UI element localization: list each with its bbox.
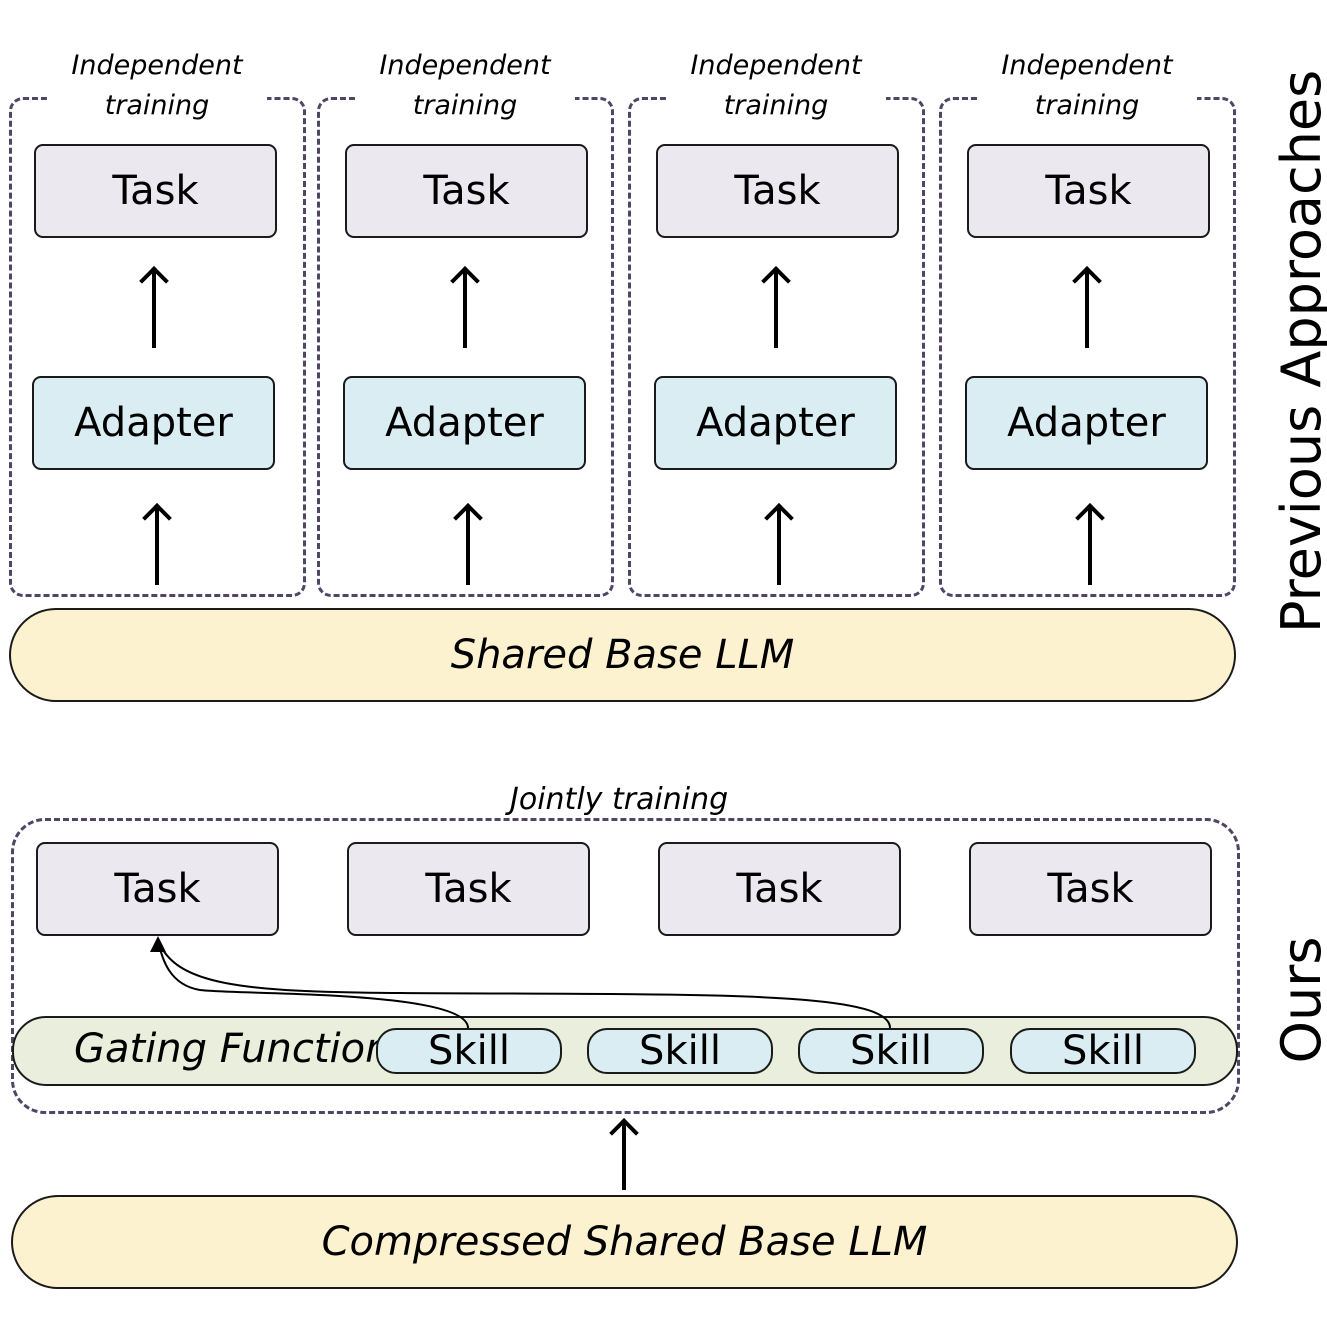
shared-base-llm: Shared Base LLM: [9, 608, 1236, 702]
task-box-3: Task: [656, 144, 899, 238]
arrow-adapter-to-task-1: [152, 268, 156, 348]
independent-training-caption-4: Independent training: [977, 46, 1197, 126]
ours-task-box-2: Task: [347, 842, 590, 936]
arrow-adapter-to-task-4: [1085, 268, 1089, 348]
arrow-adapter-to-task-2: [463, 268, 467, 348]
arrow-llm-to-adapter-2: [466, 505, 470, 585]
connector-skill-1-to-task-1: [157, 939, 469, 1029]
adapter-box-1: Adapter: [32, 376, 275, 470]
task-box-4: Task: [967, 144, 1210, 238]
caption-line-2: training: [723, 90, 829, 121]
arrow-llm-to-adapter-3: [777, 505, 781, 585]
caption-line-1: Independent: [690, 50, 862, 81]
caption-line-2: training: [1034, 90, 1140, 121]
connector-arrowhead: [150, 936, 166, 952]
arrow-adapter-to-task-3: [774, 268, 778, 348]
adapter-box-3: Adapter: [654, 376, 897, 470]
caption-line-1: Independent: [71, 50, 243, 81]
independent-training-caption-1: Independent training: [47, 46, 267, 126]
task-box-2: Task: [345, 144, 588, 238]
compressed-shared-base-llm: Compressed Shared Base LLM: [11, 1195, 1238, 1289]
ours-task-box-4: Task: [969, 842, 1212, 936]
arrow-llm-to-gating: [622, 1120, 626, 1190]
adapter-box-2: Adapter: [343, 376, 586, 470]
caption-line-2: training: [104, 90, 210, 121]
arrow-llm-to-adapter-4: [1088, 505, 1092, 585]
skill-box-2: Skill: [587, 1028, 773, 1074]
adapter-box-4: Adapter: [965, 376, 1208, 470]
caption-line-1: Independent: [1001, 50, 1173, 81]
ours-task-box-1: Task: [36, 842, 279, 936]
independent-training-caption-2: Independent training: [355, 46, 575, 126]
jointly-training-caption: Jointly training: [500, 782, 739, 817]
skill-box-1: Skill: [376, 1028, 562, 1074]
gating-function-label: Gating Function: [74, 1026, 391, 1072]
skill-box-3: Skill: [798, 1028, 984, 1074]
task-box-1: Task: [34, 144, 277, 238]
ours-task-box-3: Task: [658, 842, 901, 936]
jointly-training-group: [11, 818, 1240, 1114]
arrow-llm-to-adapter-1: [155, 505, 159, 585]
caption-line-2: training: [412, 90, 518, 121]
skill-box-4: Skill: [1010, 1028, 1196, 1074]
independent-training-caption-3: Independent training: [666, 46, 886, 126]
caption-line-1: Independent: [379, 50, 551, 81]
connector-skill-3-to-task-1: [157, 939, 891, 1029]
